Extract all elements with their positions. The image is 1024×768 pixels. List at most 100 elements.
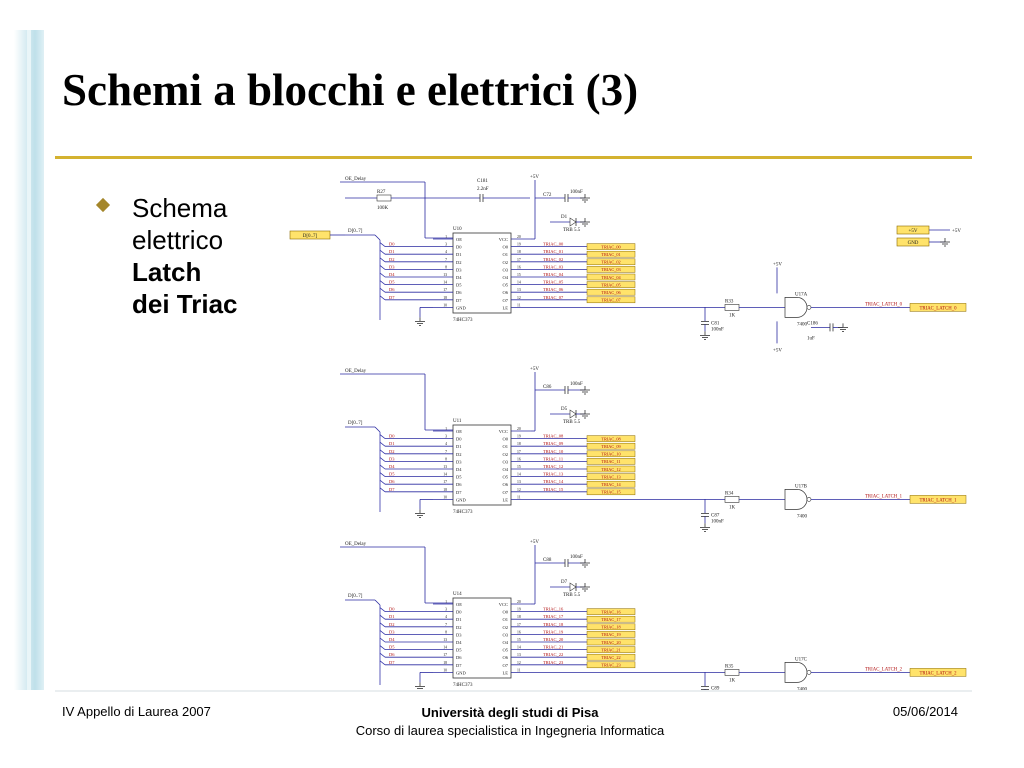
latch-0-net-port-2 xyxy=(586,258,636,266)
latch-0-bus-signal-2: D1 xyxy=(389,249,395,254)
latch-1-pin-num-right-8: 12 xyxy=(517,488,521,492)
latch-2-bus-signal-4: D3 xyxy=(389,629,395,634)
latch-0-net-label-7: TRIAC_07 xyxy=(543,295,564,300)
latch-1-pin-right-8: O7 xyxy=(503,490,509,495)
latch-0-pin-num-right-8: 12 xyxy=(517,296,521,300)
latch-0-gate-cap-ref: C81 xyxy=(711,321,720,326)
bullet-text: Schema elettrico Latch dei Triac xyxy=(132,192,238,320)
r27-value: 100K xyxy=(377,206,389,211)
latch-0-net-port-4 xyxy=(586,273,636,281)
latch-2-pin-num-left-6: 14 xyxy=(443,646,447,650)
latch-2-pin-num-left-3: 7 xyxy=(445,623,447,627)
latch-1-pin-num-left-5: 13 xyxy=(443,465,447,469)
latch-2-pin-right-4: O3 xyxy=(503,632,509,637)
latch-1-oe-label: OE_Delay xyxy=(345,369,367,374)
latch-0-pin-right-8: O7 xyxy=(503,298,509,303)
latch-2-pin-left-4: D3 xyxy=(456,632,462,637)
latch-2-net-port-label-5: TRIAC_21 xyxy=(601,647,620,652)
latch-2-chip-part: 74HC373 xyxy=(453,683,473,688)
side-decoration-highlight xyxy=(27,30,31,690)
latch-2-bus-signal-2: D1 xyxy=(389,614,395,619)
latch-0-net-port-5 xyxy=(586,281,636,288)
latch-1-bus-entry-3 xyxy=(379,449,386,455)
latch-1-pin-right-5: O4 xyxy=(503,467,509,472)
latch-0-le-res-ref: R33 xyxy=(725,299,734,304)
latch-2-diode-part: TRB 5.5 xyxy=(563,593,581,598)
latch-2-bus-signal-5: D4 xyxy=(389,637,395,642)
latch-1-pin-right-4: O3 xyxy=(503,459,509,464)
latch-1-net-label-4: TRIAC_12 xyxy=(543,464,563,469)
latch-2-pin-left-9: GND xyxy=(456,670,466,675)
latch-1-net-port-1 xyxy=(586,442,636,450)
latch-0-net-port-0 xyxy=(586,243,636,250)
latch-2-pin-left-5: D4 xyxy=(456,640,462,645)
bullet-bold-line-2: dei Triac xyxy=(132,289,238,319)
latch-0-latch-net-label: TRIAC_LATCH_0 xyxy=(865,302,903,307)
latch-2-net-port-6 xyxy=(586,653,636,661)
latch-0-pin-num-left-4: 8 xyxy=(445,265,447,269)
latch-2-pin-num-right-2: 18 xyxy=(517,615,521,619)
latch-2-pin-num-left-1: 3 xyxy=(445,608,447,612)
c181-value: 2.2nF xyxy=(477,187,489,192)
latch-1-pin-num-left-8: 18 xyxy=(443,488,447,492)
latch-2-net-label-2: TRIAC_18 xyxy=(543,622,564,627)
latch-0-pin-num-left-3: 7 xyxy=(445,258,447,262)
latch-2-bus-entry-3 xyxy=(379,622,386,628)
latch-2-vcc-label: +5V xyxy=(530,540,539,545)
latch-2-bus-signal-1: D0 xyxy=(389,607,395,612)
latch-0-pin-left-8: D7 xyxy=(456,298,462,303)
latch-1-pin-num-left-0: 1 xyxy=(445,427,447,431)
latch-0-le-res-value: 1K xyxy=(729,313,736,318)
latch-0-pin-right-1: O0 xyxy=(503,245,509,250)
latch-0-pin-num-left-2: 4 xyxy=(445,250,447,254)
latch-2-pin-left-8: D7 xyxy=(456,663,462,668)
latch-0-bus-entry-6 xyxy=(379,280,386,285)
latch-0-pin-left-6: D5 xyxy=(456,283,462,288)
latch-1-bus-signal-4: D3 xyxy=(389,456,395,461)
latch-2-cap-value: 100nF xyxy=(570,555,583,560)
latch-1-pin-num-left-4: 8 xyxy=(445,457,447,461)
latch-2-net-label-6: TRIAC_22 xyxy=(543,652,563,657)
latch-1-pin-num-right-6: 14 xyxy=(517,473,521,477)
latch-1-pin-num-left-9: 10 xyxy=(443,495,447,499)
latch-2-net-port-label-3: TRIAC_19 xyxy=(601,632,620,637)
latch-2-net-port-2 xyxy=(586,623,636,631)
latch-0-pin-right-2: O1 xyxy=(503,252,509,257)
bullet-line-2: elettrico xyxy=(132,225,224,255)
latch-2-pin-right-1: O0 xyxy=(503,610,509,615)
latch-1-bus-signal-8: D7 xyxy=(389,487,395,492)
title-divider xyxy=(55,156,972,159)
latch-1-bus-entry-8 xyxy=(379,487,386,493)
latch-2-latch-net-label: TRIAC_LATCH_2 xyxy=(865,667,903,672)
latch-1-net-label-2: TRIAC_10 xyxy=(543,449,564,454)
latch-2-net-label-5: TRIAC_21 xyxy=(543,645,563,650)
latch-2-pin-num-left-9: 10 xyxy=(443,668,447,672)
latch-1-pin-num-left-1: 3 xyxy=(445,435,447,439)
footer-course: Corso di laurea specialistica in Ingegne… xyxy=(355,723,665,738)
latch-1-pin-right-1: O0 xyxy=(503,437,509,442)
slide-title: Schemi a blocchi e elettrici (3) xyxy=(62,65,639,115)
latch-1-net-port-4 xyxy=(586,465,636,473)
latch-1-bus-signal-3: D2 xyxy=(389,449,395,454)
latch-0-pin-right-7: O6 xyxy=(503,290,509,295)
latch-0-diode-part: TRB 5.5 xyxy=(563,228,581,233)
latch-0-diode-symbol xyxy=(569,217,577,227)
latch-0-bus-label: D[0..7] xyxy=(348,229,363,234)
latch-2-net-port-3 xyxy=(586,631,636,638)
latch-0-pin-left-4: D3 xyxy=(456,267,462,272)
latch-1-net-port-label-5: TRIAC_13 xyxy=(601,474,620,479)
latch-0-pin-num-left-9: 10 xyxy=(443,303,447,307)
latch-2-pin-num-right-0: 20 xyxy=(517,600,521,604)
latch-1-gate-part: 7400 xyxy=(797,514,808,519)
vcc-port-label: +5V xyxy=(909,229,918,234)
latch-2-bus-entry-5 xyxy=(379,637,386,643)
latch-1-bus-signal-1: D0 xyxy=(389,434,395,439)
latch-1-net-port-6 xyxy=(586,480,636,488)
latch-2-pin-right-3: O2 xyxy=(503,625,509,630)
r27-label: R27 xyxy=(377,190,386,195)
latch-0-net-label-3: TRIAC_03 xyxy=(543,264,564,269)
latch-2-net-label-7: TRIAC_23 xyxy=(543,660,564,665)
latch-0-net-port-label-0: TRIAC_00 xyxy=(601,244,620,249)
latch-1-bus-signal-6: D5 xyxy=(389,472,395,477)
latch-1-diode-part: TRB 5.5 xyxy=(563,420,581,425)
